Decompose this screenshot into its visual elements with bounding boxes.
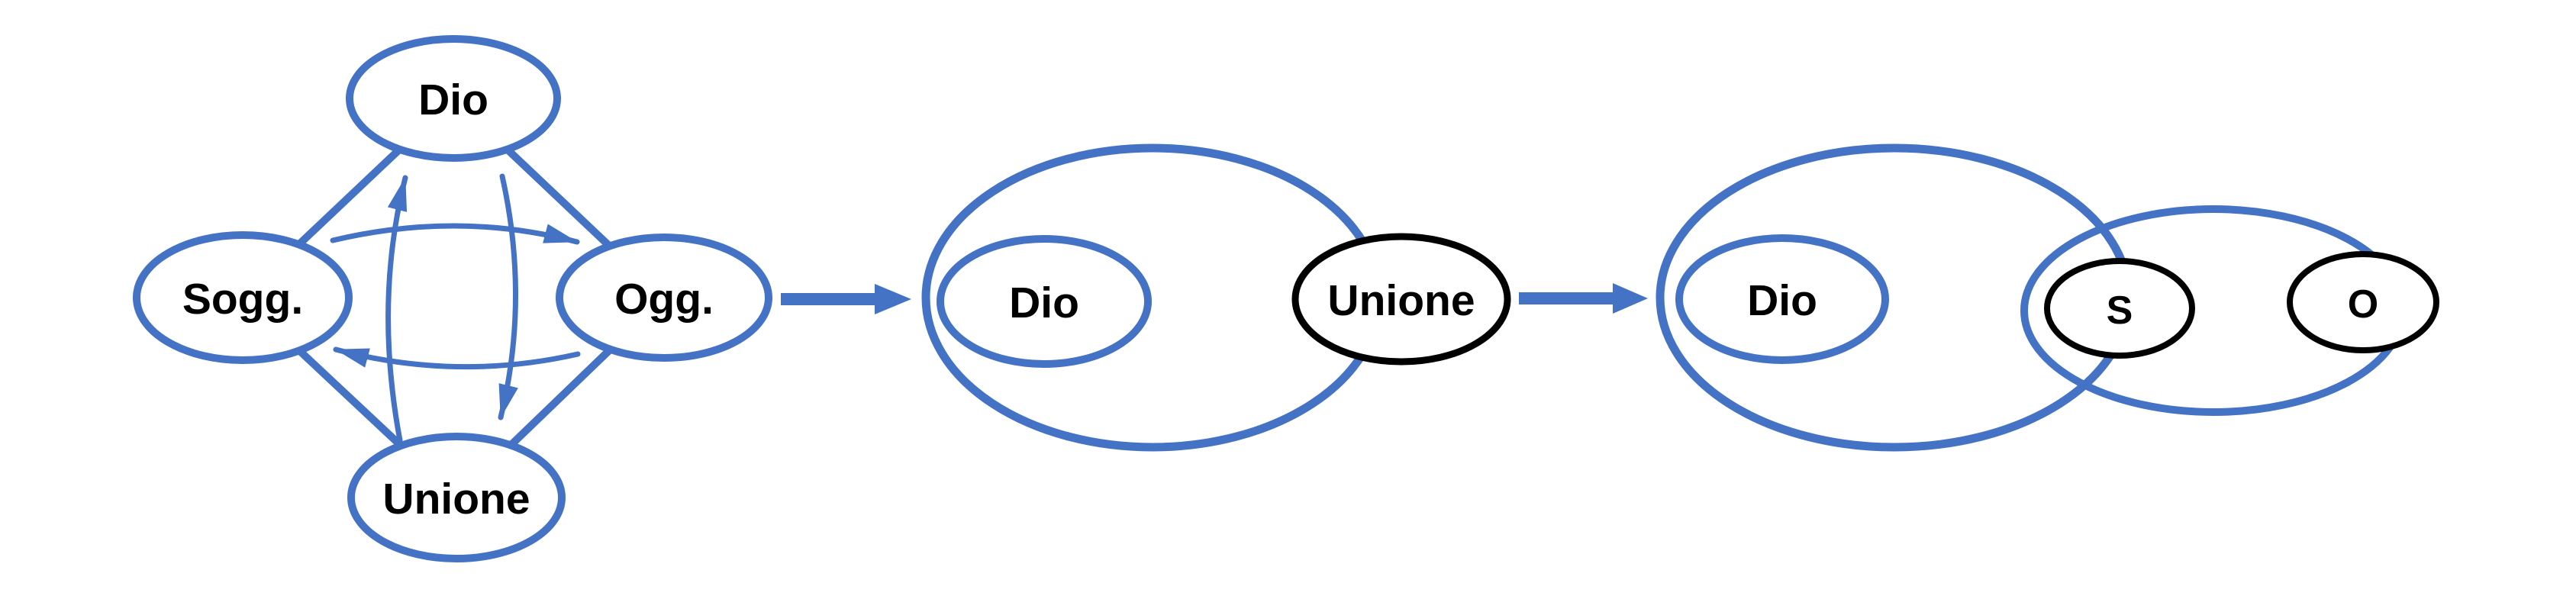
node-unione-bottom-label: Unione: [382, 475, 530, 524]
node-dio-right-label: Dio: [1747, 276, 1817, 325]
node-s: [2044, 258, 2195, 359]
arrow-ogg-to-sogg: [333, 346, 581, 370]
node-s-label: S: [2107, 288, 2133, 333]
stage2-dio-unione-group: Dio Unione: [921, 143, 1511, 452]
arrow-sogg-to-ogg: [330, 223, 580, 245]
node-dio-middle: [937, 235, 1152, 368]
node-dio-top-label: Dio: [418, 76, 488, 124]
node-dio-middle-label: Dio: [1009, 279, 1079, 327]
node-unione-middle: [1291, 233, 1511, 366]
node-dio-right: [1675, 234, 1889, 364]
stage1-diamond-group: Dio Sogg. Ogg. Unione: [133, 35, 772, 562]
node-ogg: [556, 234, 772, 362]
node-o-label: O: [2348, 282, 2378, 327]
node-o: [2287, 251, 2439, 353]
node-unione-bottom: [347, 433, 566, 562]
transition-arrow-1: [781, 284, 911, 314]
transition-arrow-2: [1519, 283, 1648, 314]
node-sogg: [133, 231, 353, 364]
arrow-dio-to-unione: [498, 173, 518, 420]
node-unione-middle-label: Unione: [1327, 276, 1475, 325]
node-dio-top: [346, 35, 561, 162]
arrow-unione-to-dio: [385, 175, 408, 443]
node-sogg-label: Sogg.: [182, 275, 303, 324]
node-ogg-label: Ogg.: [614, 275, 714, 324]
stage3-dio-s-o-group: Dio S O: [1656, 143, 2439, 452]
